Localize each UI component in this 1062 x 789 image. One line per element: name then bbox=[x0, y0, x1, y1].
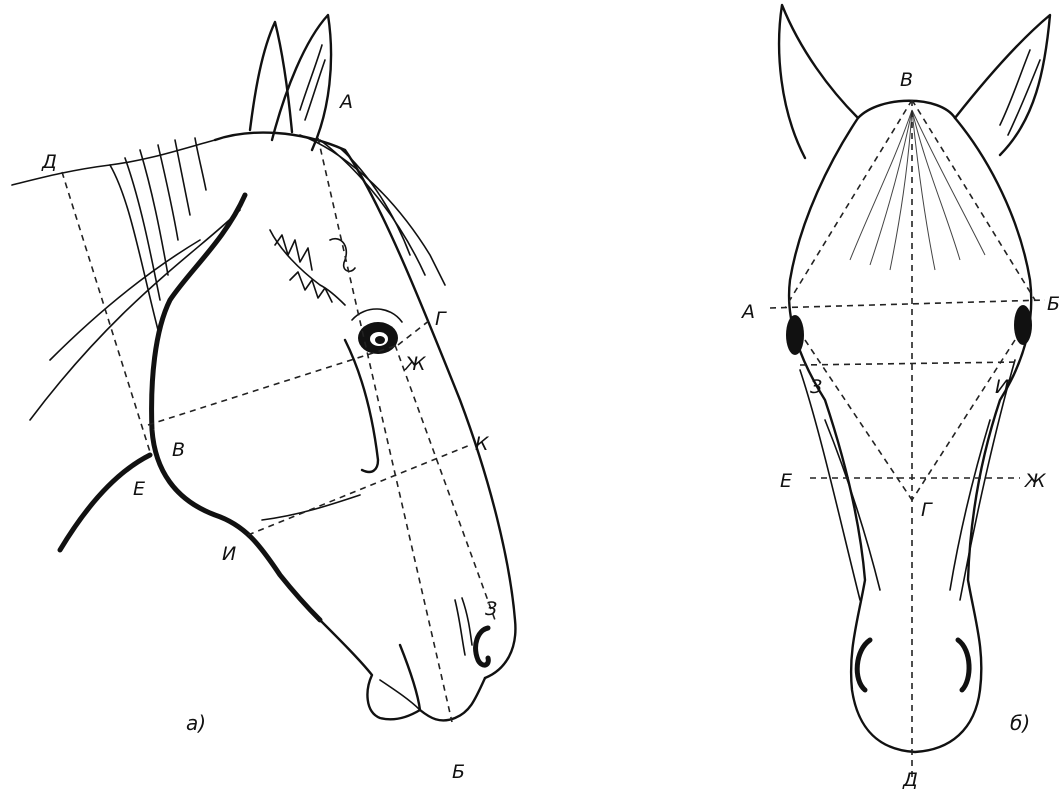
construction-lines-a bbox=[62, 138, 495, 722]
figure-b-front-view: А Б В Г Д Е Ж З И б) bbox=[740, 5, 1060, 789]
caption-b: б) bbox=[1010, 711, 1030, 735]
label-a-I: И bbox=[222, 543, 236, 565]
label-a-D: Д bbox=[41, 151, 57, 173]
nostril bbox=[476, 628, 489, 665]
left-ear bbox=[250, 22, 292, 132]
mane bbox=[110, 135, 445, 330]
label-a-V: В bbox=[172, 439, 185, 461]
label-b-Zh: Ж bbox=[1024, 470, 1047, 492]
label-b-D: Д bbox=[902, 769, 918, 789]
forelock bbox=[850, 110, 985, 270]
label-a-Z: З bbox=[485, 598, 497, 620]
left-nostril-front bbox=[857, 640, 870, 690]
label-b-Z: З bbox=[810, 376, 822, 398]
left-eye-front bbox=[786, 315, 804, 355]
label-a-K: К bbox=[475, 433, 490, 455]
muzzle bbox=[320, 620, 485, 720]
label-a-Zh: Ж bbox=[404, 353, 427, 375]
figure-a-profile-view: А Б В Г Д Е Ж З И К а) bbox=[12, 15, 515, 783]
construction-lines-b bbox=[770, 100, 1045, 780]
right-ear-front bbox=[955, 15, 1050, 155]
label-a-A: А bbox=[338, 91, 353, 113]
label-b-B: Б bbox=[1047, 293, 1060, 315]
label-a-B: Б bbox=[452, 761, 465, 783]
caption-a: а) bbox=[186, 711, 206, 735]
neck-front-line bbox=[60, 455, 150, 550]
label-b-A: А bbox=[740, 301, 755, 323]
right-nostril-front bbox=[958, 640, 969, 690]
face-front-line bbox=[215, 133, 515, 678]
label-a-G: Г bbox=[435, 308, 447, 330]
head-outline-front bbox=[789, 101, 1031, 752]
eye bbox=[352, 309, 402, 354]
label-b-E: Е bbox=[780, 470, 792, 492]
label-a-E: Е bbox=[133, 478, 145, 500]
label-b-V: В bbox=[900, 69, 913, 91]
right-eye-front bbox=[1014, 305, 1032, 345]
label-b-G: Г bbox=[921, 499, 933, 521]
label-b-I: И bbox=[995, 376, 1009, 398]
right-ear bbox=[272, 15, 331, 150]
